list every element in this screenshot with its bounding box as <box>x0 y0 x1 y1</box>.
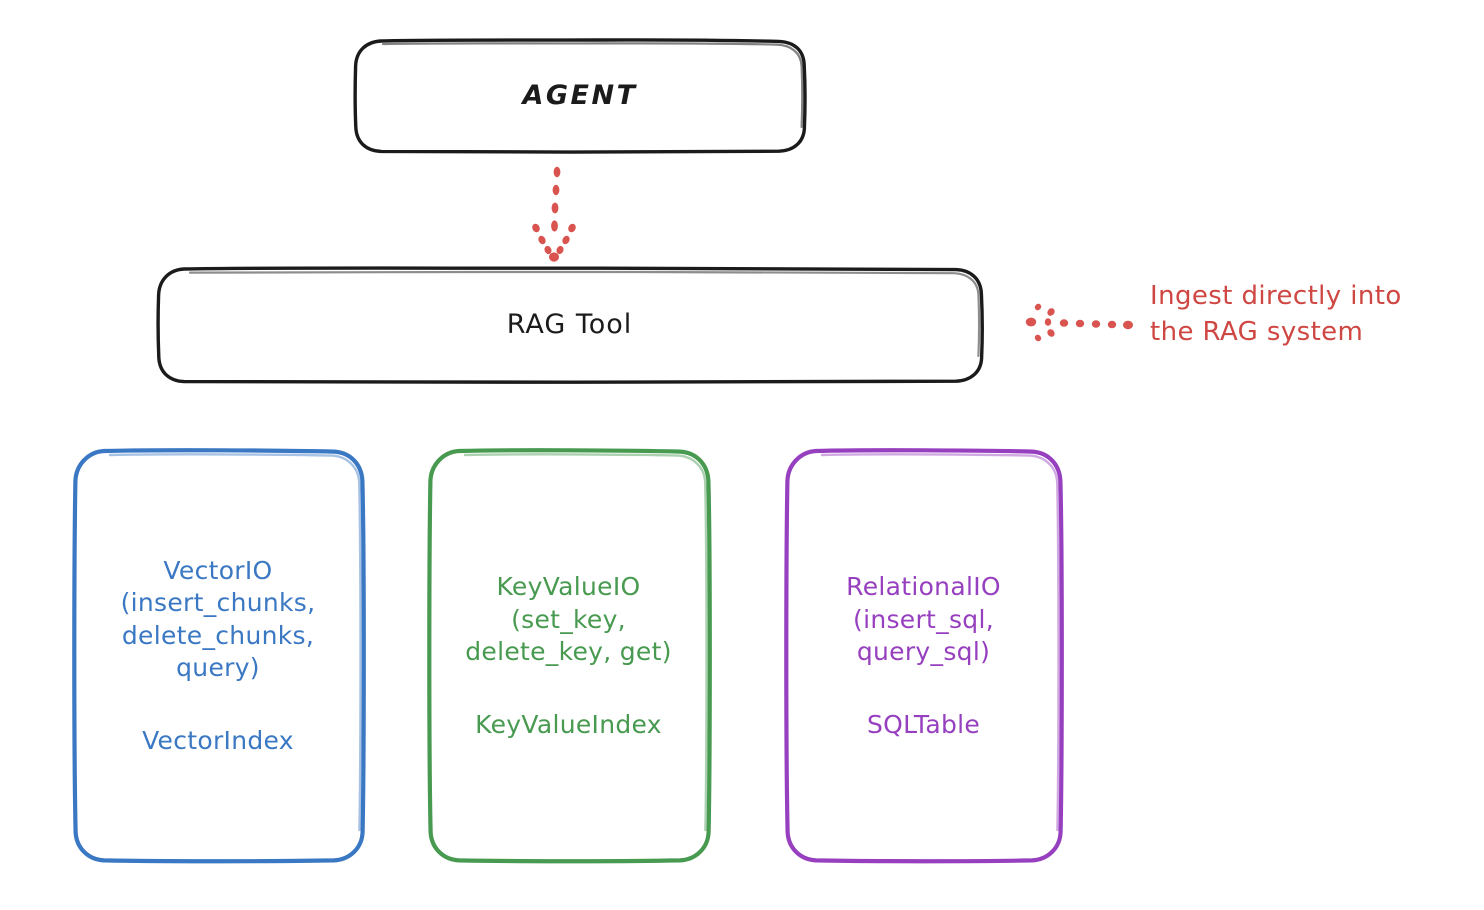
node-key-value-io-api-label: KeyValueIO (set_key, delete_key, get) <box>465 572 672 666</box>
node-agent-label: AGENT <box>522 80 638 112</box>
node-relational-io[interactable]: RelationalIO (insert_sql, query_sql) SQL… <box>785 450 1062 862</box>
node-rag-tool[interactable]: RAG Tool <box>157 268 982 382</box>
node-agent[interactable]: AGENT <box>355 40 805 152</box>
node-relational-io-index-label: SQLTable <box>866 709 981 739</box>
node-vector-io-index-label: VectorIndex <box>142 725 294 755</box>
node-relational-io-api-label: RelationalIO (insert_sql, query_sql) <box>846 572 1001 666</box>
node-rag-tool-label: RAG Tool <box>506 309 633 341</box>
annotation-ingest-text: Ingest directly into the RAG system <box>1150 281 1402 348</box>
node-key-value-io-index-label: KeyValueIndex <box>475 709 662 739</box>
node-key-value-io[interactable]: KeyValueIO (set_key, delete_key, get) Ke… <box>427 450 710 862</box>
agent-to-ragtool-dotted-arrow <box>532 166 576 262</box>
node-vector-io-api-label: VectorIO (insert_chunks, delete_chunks, … <box>120 555 316 683</box>
node-vector-io[interactable]: VectorIO (insert_chunks, delete_chunks, … <box>70 450 366 862</box>
annotation-to-ragtool-dotted-arrow <box>1025 303 1133 342</box>
